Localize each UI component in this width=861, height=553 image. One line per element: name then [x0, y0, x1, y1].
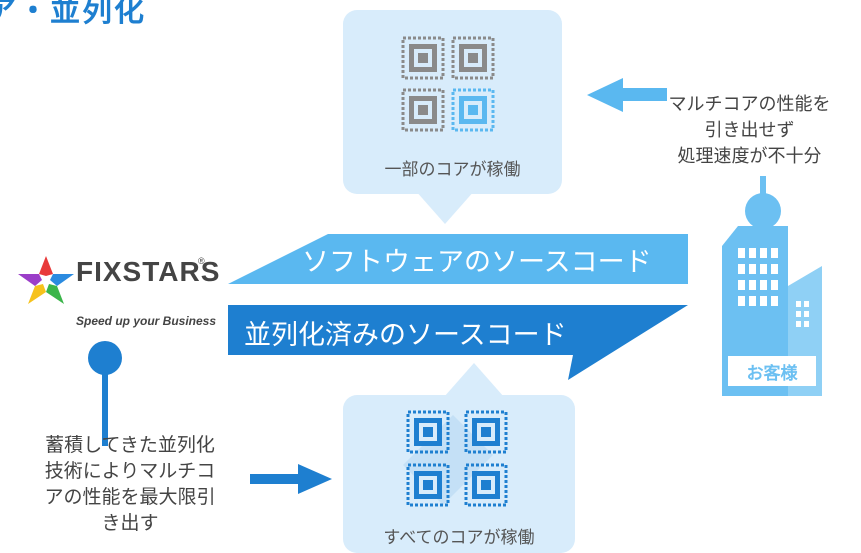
active-chip-icon: [406, 463, 450, 507]
chip-icon: [451, 36, 495, 80]
problem-description: マルチコアの性能を 引き出せず 処理速度が不十分: [642, 92, 857, 170]
source-code-label: ソフトウェアのソースコード: [302, 247, 652, 278]
solution-line: 技術によりマルチコ: [44, 460, 216, 482]
parallel-code-banner: [228, 305, 688, 380]
customer-label: お客様: [746, 364, 798, 384]
active-chip-icon: [406, 410, 450, 454]
chip-icon: [401, 36, 445, 80]
chip-icon: [401, 88, 445, 132]
pin-marker-icon: [88, 341, 122, 446]
logo-registered-mark: ®: [198, 256, 205, 266]
all-cores-caption: すべてのコアが稼働: [383, 528, 535, 548]
all-cores-chips: [403, 410, 508, 507]
arrow-left-icon: [587, 78, 667, 112]
logo-wordmark: FIXSTARS: [76, 256, 221, 287]
problem-line: 引き出せず: [704, 120, 795, 141]
page-title: ア・並列化: [0, 0, 146, 29]
logo-tagline: Speed up your Business: [76, 314, 217, 328]
partial-cores-caption: 一部のコアが稼働: [384, 160, 521, 180]
parallel-code-label: 並列化済みのソースコード: [244, 320, 567, 351]
problem-line: 処理速度が不十分: [677, 146, 822, 167]
solution-line: 蓄積してきた並列化: [45, 434, 215, 456]
solution-description: 蓄積してきた並列化 技術によりマルチコ アの性能を最大限引 き出す: [20, 432, 240, 536]
solution-line: アの性能を最大限引: [44, 486, 216, 508]
active-chip-icon: [464, 410, 508, 454]
building-icon: [722, 176, 822, 396]
active-chip-icon: [451, 88, 495, 132]
card-pointer: [415, 190, 475, 224]
star-logo-icon: [18, 256, 74, 304]
source-code-banner: [228, 234, 688, 284]
card-pointer: [444, 363, 504, 397]
partial-cores-card: 一部のコアが稼働: [343, 10, 562, 194]
all-cores-card: すべてのコアが稼働: [343, 395, 575, 553]
solution-line: き出す: [101, 512, 159, 534]
problem-line: マルチコアの性能を: [668, 94, 831, 115]
active-chip-icon: [464, 463, 508, 507]
partial-cores-chips: [401, 36, 495, 132]
arrow-right-icon: [250, 464, 332, 494]
